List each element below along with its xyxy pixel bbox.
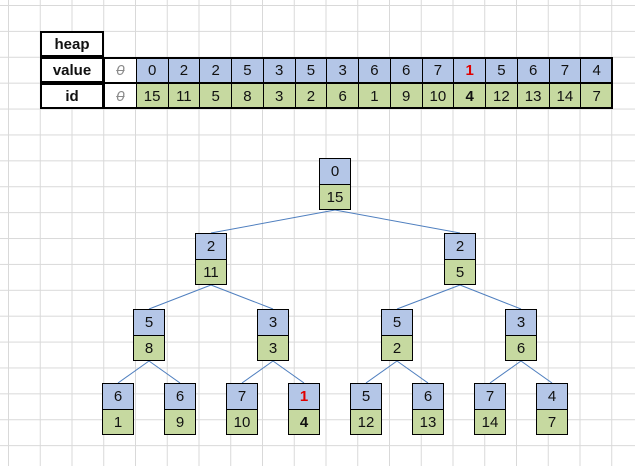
id-cell: 3	[262, 83, 296, 109]
value-row-label: value	[40, 57, 104, 83]
tree-edge	[272, 360, 305, 384]
tree-node-id: 14	[474, 409, 506, 435]
value-cell: 2	[199, 57, 232, 83]
tree-edge	[334, 209, 461, 234]
tree-node-value: 2	[195, 233, 227, 260]
id-cell: 2	[294, 83, 328, 109]
tree-node-value: 5	[381, 309, 413, 336]
tree-node-value: 2	[444, 233, 476, 260]
tree-edge	[148, 284, 212, 310]
tree-node-id: 1	[102, 409, 134, 435]
tree-node-value: 5	[133, 309, 165, 336]
tree-edge	[520, 360, 553, 384]
id-cell: 14	[548, 83, 582, 109]
tree-node-value: 3	[505, 309, 537, 336]
id-cell: 15	[135, 83, 169, 109]
value-cell: 3	[262, 57, 296, 83]
tree-node-id: 5	[444, 259, 476, 285]
heap-label: heap	[40, 31, 104, 57]
id-cell: 11	[167, 83, 201, 109]
tree-node-id: 2	[381, 335, 413, 361]
tree-edge	[210, 284, 274, 310]
id-cell: 10	[421, 83, 455, 109]
tree-edge	[365, 360, 398, 384]
value-cell: 5	[231, 57, 264, 83]
tree-edge	[148, 360, 181, 384]
tree-edge	[396, 284, 461, 310]
value-cell: 4	[580, 57, 613, 83]
tree-edge	[117, 360, 150, 384]
tree-node-value: 7	[226, 383, 258, 410]
tree-node-id: 12	[350, 409, 382, 435]
tree-node-id: 6	[505, 335, 537, 361]
id-cell: 6	[326, 83, 359, 109]
id-cell: 9	[389, 83, 423, 109]
tree-edge	[396, 360, 429, 384]
id-cell: 13	[516, 83, 550, 109]
value-cell: 6	[358, 57, 391, 83]
tree-node-id: 8	[133, 335, 165, 361]
value-cell: 6	[516, 57, 550, 83]
tree-node-id: 15	[319, 184, 351, 210]
tree-node-id: 11	[195, 259, 227, 285]
tree-node-value: 7	[474, 383, 506, 410]
id-cell: 5	[199, 83, 232, 109]
tree-edge	[210, 209, 336, 234]
id-cell: 8	[231, 83, 264, 109]
value-cell: 7	[548, 57, 582, 83]
value-cell: 5	[294, 57, 328, 83]
tree-node-value: 0	[319, 158, 351, 185]
tree-node-value: 5	[350, 383, 382, 410]
tree-node-value: 3	[257, 309, 289, 336]
tree-node-id: 13	[412, 409, 444, 435]
tree-node-value: 4	[536, 383, 568, 410]
tree-node-id: 10	[226, 409, 258, 435]
id-cell: 1	[358, 83, 391, 109]
tree-node-id: 9	[164, 409, 196, 435]
id-cell: 0	[104, 83, 137, 109]
tree-node-value: 6	[164, 383, 196, 410]
tree-node-value: 6	[412, 383, 444, 410]
tree-node-id: 4	[288, 409, 320, 435]
value-cell: 0	[104, 57, 137, 83]
value-cell: 5	[485, 57, 518, 83]
value-cell: 3	[326, 57, 359, 83]
id-cell: 4	[453, 83, 486, 109]
value-cell: 6	[389, 57, 423, 83]
tree-edge	[489, 360, 522, 384]
value-cell: 1	[453, 57, 486, 83]
tree-edge	[241, 360, 274, 384]
value-cell: 7	[421, 57, 455, 83]
tree-node-id: 3	[257, 335, 289, 361]
tree-node-id: 7	[536, 409, 568, 435]
value-cell: 2	[167, 57, 201, 83]
tree-node-value: 6	[102, 383, 134, 410]
id-cell: 7	[580, 83, 613, 109]
tree-node-value: 1	[288, 383, 320, 410]
tree-edge	[459, 284, 522, 310]
value-cell: 0	[135, 57, 169, 83]
id-row-label: id	[40, 83, 104, 109]
id-cell: 12	[485, 83, 518, 109]
